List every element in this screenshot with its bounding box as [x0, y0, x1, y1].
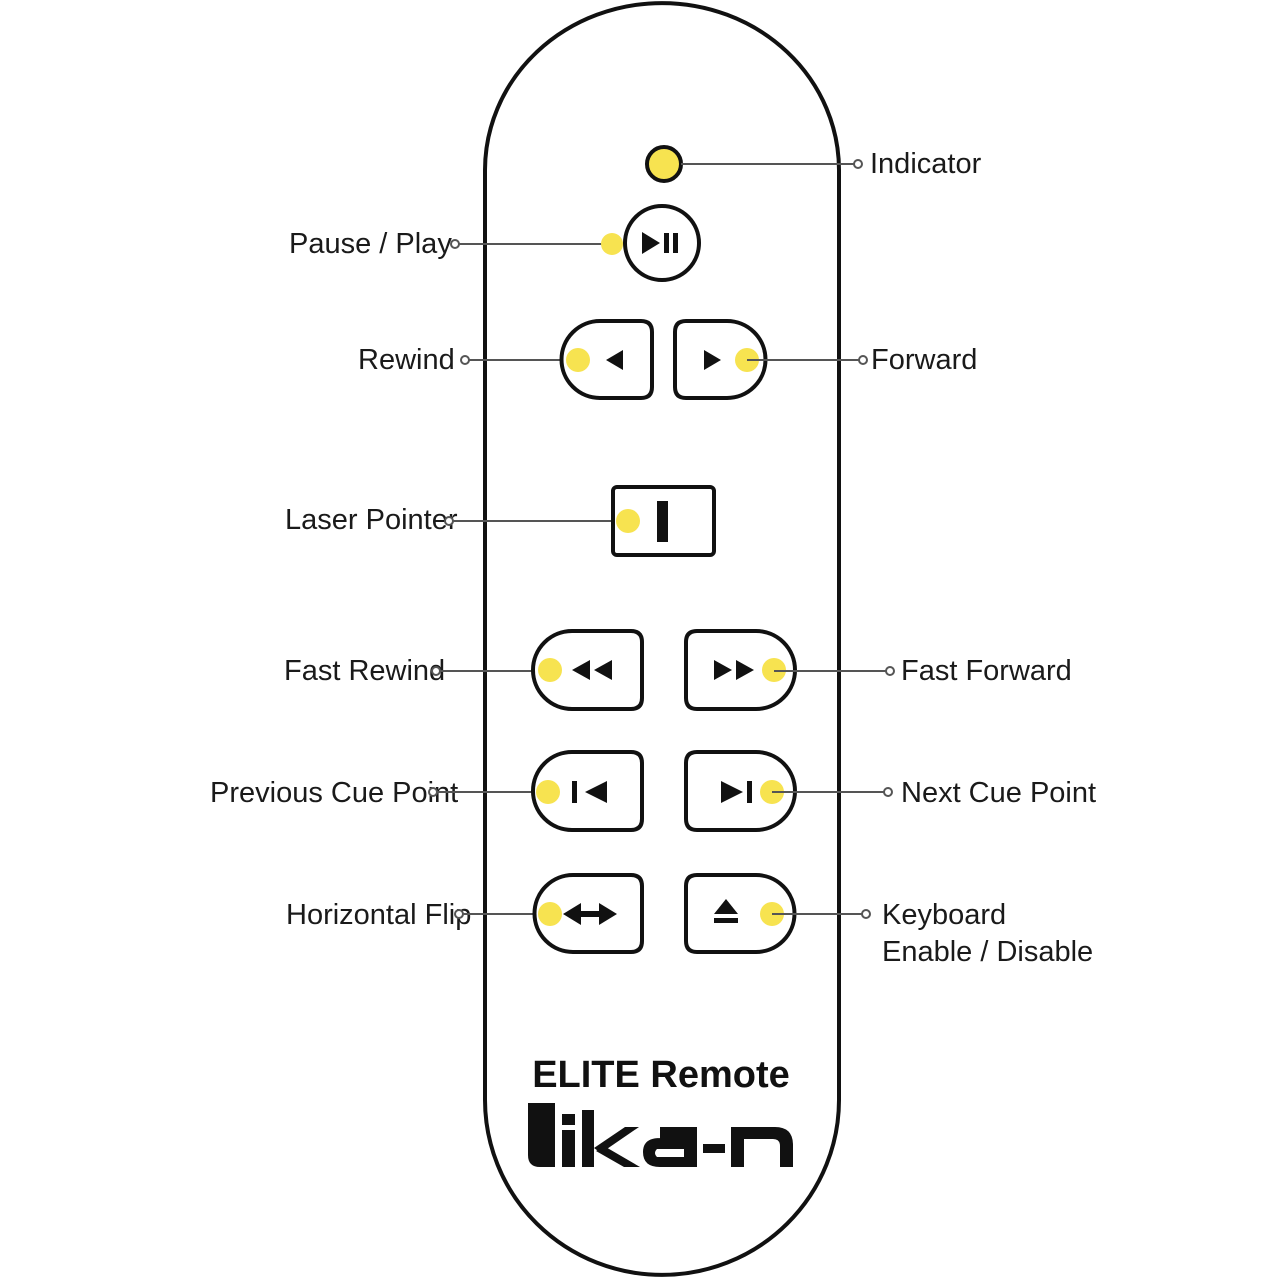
double-arrow-icon — [563, 903, 617, 925]
skip-previous-icon — [572, 781, 607, 803]
forward-label: Forward — [871, 344, 977, 376]
pause-play-button[interactable] — [623, 204, 701, 282]
previous-cue-group[interactable]: Previous Cue Point — [210, 750, 644, 832]
laser-pointer-endpoint — [444, 516, 454, 526]
double-right-icon — [714, 660, 754, 680]
model-name: ELITE Remote — [532, 1054, 790, 1096]
keyboard-toggle-button[interactable] — [684, 873, 797, 954]
keyboard-toggle-label-line2: Enable / Disable — [882, 936, 1093, 968]
skip-next-icon — [721, 781, 752, 803]
keyboard-toggle-group[interactable]: Keyboard Enable / Disable — [684, 873, 1093, 968]
double-left-icon — [572, 660, 612, 680]
fast-rewind-label: Fast Rewind — [284, 655, 445, 687]
rewind-endpoint — [460, 355, 470, 365]
triangle-left-icon — [606, 350, 623, 370]
next-cue-label: Next Cue Point — [901, 777, 1096, 809]
fast-forward-endpoint — [885, 666, 895, 676]
rewind-dot — [566, 348, 590, 372]
rewind-group[interactable]: Rewind — [358, 319, 654, 400]
keyboard-toggle-label-line1: Keyboard — [882, 899, 1006, 931]
horizontal-flip-dot — [538, 902, 562, 926]
horizontal-flip-endpoint — [454, 909, 464, 919]
eject-icon — [714, 899, 738, 923]
laser-pointer-dot — [616, 509, 640, 533]
rewind-button[interactable] — [559, 319, 654, 400]
fast-rewind-endpoint — [431, 666, 441, 676]
fast-rewind-dot — [538, 658, 562, 682]
bar-icon — [657, 501, 668, 542]
pause-play-group[interactable]: Pause / Play — [289, 204, 701, 282]
forward-button[interactable] — [673, 319, 768, 400]
previous-cue-endpoint — [428, 787, 438, 797]
pause-play-label: Pause / Play — [289, 228, 452, 260]
indicator-group: Indicator — [645, 145, 982, 183]
forward-endpoint — [858, 355, 868, 365]
previous-cue-dot — [536, 780, 560, 804]
next-cue-group[interactable]: Next Cue Point — [684, 750, 1096, 832]
horizontal-flip-label: Horizontal Flip — [286, 899, 471, 931]
indicator-endpoint — [853, 159, 863, 169]
indicator-led — [645, 145, 683, 183]
fast-forward-group[interactable]: Fast Forward — [684, 629, 1072, 711]
remote-body — [483, 1, 841, 1277]
triangle-right-icon — [704, 350, 721, 370]
pause-play-endpoint — [450, 239, 460, 249]
keyboard-toggle-endpoint — [861, 909, 871, 919]
ikan-logo — [528, 1103, 793, 1167]
horizontal-flip-group[interactable]: Horizontal Flip — [286, 873, 644, 954]
laser-pointer-label: Laser Pointer — [285, 504, 458, 536]
indicator-label: Indicator — [870, 148, 982, 180]
play-pause-icon — [642, 232, 678, 254]
pause-play-dot — [601, 233, 623, 255]
next-cue-endpoint — [883, 787, 893, 797]
forward-group[interactable]: Forward — [673, 319, 977, 400]
rewind-label: Rewind — [358, 344, 455, 376]
previous-cue-label: Previous Cue Point — [210, 777, 458, 809]
laser-pointer-group[interactable]: Laser Pointer — [285, 485, 716, 557]
fast-forward-label: Fast Forward — [901, 655, 1072, 687]
fast-rewind-group[interactable]: Fast Rewind — [284, 629, 644, 711]
